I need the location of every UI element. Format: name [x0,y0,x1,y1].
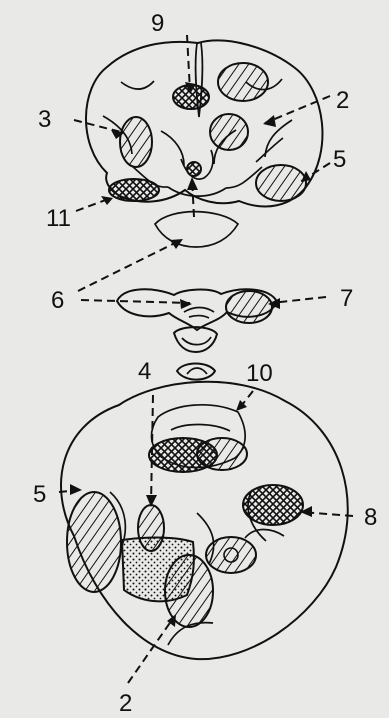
upper-right-hatched-region [218,63,268,101]
leader-6-upper [78,240,181,291]
label-7: 7 [340,285,353,312]
leader-2-bottom [128,617,174,683]
structure-5-top [256,165,306,201]
label-2-bottom: 2 [119,690,132,717]
structure-2-top [210,114,248,150]
structure-10-right [197,438,247,470]
leader-3 [74,120,121,132]
label-4: 4 [138,358,151,385]
label-5-left: 5 [33,481,46,508]
stippled-region [122,538,194,602]
structure-7 [226,291,272,323]
structure-3 [120,117,152,167]
lower-brain-section [61,382,348,659]
label-9: 9 [151,10,164,37]
label-10: 10 [246,360,273,387]
label-6: 6 [51,287,64,314]
structure-5-bottom [67,492,121,592]
label-2-top: 2 [336,87,349,114]
top-coronal-section [86,41,322,247]
label-11: 11 [46,205,71,232]
label-8: 8 [364,504,377,531]
label-5-right: 5 [333,146,346,173]
leader-6-lower [81,300,190,303]
label-3: 3 [38,106,51,133]
small-central-structure [187,162,201,176]
leader-4 [151,395,153,505]
structure-11 [109,179,159,201]
